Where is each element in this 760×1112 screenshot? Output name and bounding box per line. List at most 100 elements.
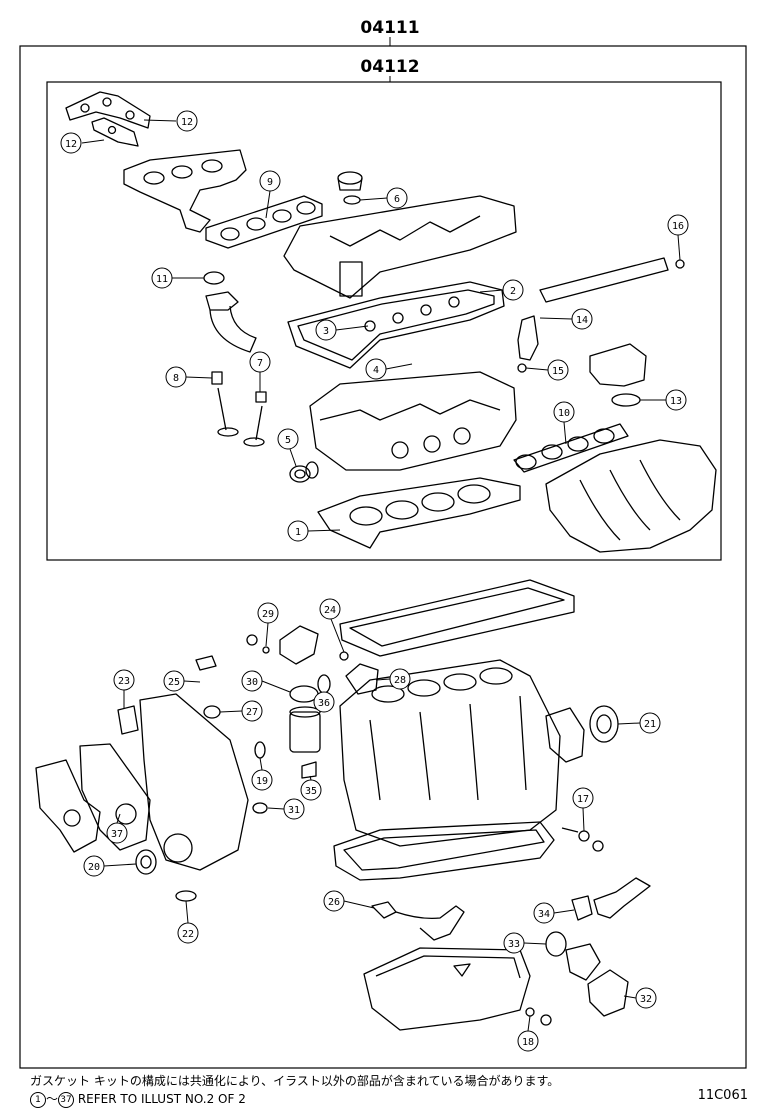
callout-14: 14 xyxy=(571,308,593,330)
callout-11: 11 xyxy=(151,267,173,289)
callout-label: 1 xyxy=(295,527,301,538)
callout-label: 18 xyxy=(522,1037,534,1048)
callout-label: 10 xyxy=(558,408,570,419)
heat-insulator-hole xyxy=(80,103,90,113)
callout-8: 8 xyxy=(165,366,187,388)
oil-filler-cap-body xyxy=(337,177,363,191)
leader xyxy=(335,325,369,331)
oil-filter-top xyxy=(289,706,321,718)
sensor-drawing xyxy=(517,315,539,361)
callout-label: 14 xyxy=(576,315,588,326)
leader xyxy=(185,900,189,924)
callout-33: 33 xyxy=(503,932,525,954)
bolt-shank xyxy=(561,827,579,833)
callout-label: 22 xyxy=(182,929,194,940)
leader xyxy=(623,995,637,999)
oil-strainer-drawing xyxy=(371,901,397,919)
leader xyxy=(289,448,297,467)
leader xyxy=(385,363,413,370)
callout-label: 4 xyxy=(373,365,379,376)
callout-3: 3 xyxy=(315,319,337,341)
small-gasket-drawing xyxy=(262,646,270,654)
intake-gasket-port xyxy=(567,436,589,452)
heat-insulator-hole xyxy=(125,110,135,120)
oil-filler-gasket-drawing xyxy=(343,195,361,205)
head-port xyxy=(391,441,409,459)
water-inlet-drawing xyxy=(279,625,319,665)
callout-1: 1 xyxy=(287,520,309,542)
callout-9: 9 xyxy=(259,170,281,192)
callout-34: 34 xyxy=(533,902,555,924)
oil-pan-gasket-drawing xyxy=(333,821,555,881)
camshaft-seal-drawing xyxy=(203,271,225,285)
drain-plug-gasket xyxy=(592,840,604,852)
heat-insulator-hole xyxy=(107,125,117,135)
oil-filter-drawing xyxy=(289,711,321,753)
callout-18: 18 xyxy=(517,1030,539,1052)
leader xyxy=(582,807,585,832)
leader xyxy=(523,942,547,945)
oil-pan-mark xyxy=(453,963,471,977)
head-cover-drawing xyxy=(283,195,517,299)
callout-label: 29 xyxy=(262,609,274,620)
callout-label: 16 xyxy=(672,221,684,232)
small-gasket-24 xyxy=(339,651,349,661)
callout-label: 30 xyxy=(246,677,258,688)
oil-strainer-tube xyxy=(395,905,465,941)
leader xyxy=(185,376,213,379)
rear-oil-seal-inner xyxy=(596,714,612,734)
callout-22: 22 xyxy=(177,922,199,944)
o-ring-22 xyxy=(175,890,197,902)
intake-valve xyxy=(217,387,227,431)
callout-label: 9 xyxy=(267,177,273,188)
leader xyxy=(307,529,341,532)
water-pump-drawing xyxy=(35,759,101,853)
callout-label: 12 xyxy=(65,139,77,150)
head-port xyxy=(423,435,441,453)
bolt-drawing xyxy=(246,634,258,646)
block-top-gasket-inner xyxy=(349,587,565,647)
intake-gasket-port xyxy=(515,454,537,470)
callout-30: 30 xyxy=(241,670,263,692)
leader xyxy=(267,807,285,810)
gasket-hole xyxy=(115,803,137,825)
leader xyxy=(309,775,312,781)
thermostat-drawing xyxy=(565,943,601,981)
gasket-bore xyxy=(457,484,491,504)
callout-29: 29 xyxy=(257,602,279,624)
leader xyxy=(261,680,291,693)
exhaust-port xyxy=(201,159,223,173)
oil-pan-gasket-inner xyxy=(343,829,545,871)
block-top-gasket-drawing xyxy=(339,579,575,657)
oil-pan-inner xyxy=(375,955,521,979)
head-gasket-drawing xyxy=(317,477,521,549)
drawing-code: 11C061 xyxy=(697,1088,748,1103)
callout-26: 26 xyxy=(323,890,345,912)
callout-label: 6 xyxy=(394,194,400,205)
callout-6: 6 xyxy=(386,187,408,209)
leader xyxy=(219,710,243,713)
drain-bolt-drawing xyxy=(578,830,590,842)
head-port xyxy=(453,427,471,445)
leader xyxy=(375,678,391,681)
leader xyxy=(527,1015,531,1032)
leader xyxy=(330,618,345,653)
exhaust-port xyxy=(171,165,193,179)
cam-plug-drawing xyxy=(305,461,319,479)
outer-kit-code: 04111 xyxy=(360,18,419,38)
intake-manifold-drawing xyxy=(545,439,717,553)
callout-label: 21 xyxy=(644,719,656,730)
exhaust-pipe-gasket-drawing xyxy=(205,291,239,311)
camshaft-oil-seal-inner xyxy=(294,469,306,479)
intake-gasket-port xyxy=(541,444,563,460)
oil-filler-cap-drawing xyxy=(337,171,363,185)
ref-text: REFER TO ILLUST NO.2 OF 2 xyxy=(77,1092,246,1106)
inner-kit-code: 04112 xyxy=(360,57,419,77)
water-inlet-housing-drawing xyxy=(587,969,629,1017)
callout-label: 35 xyxy=(305,786,317,797)
leader xyxy=(359,197,388,201)
callout-label: 11 xyxy=(156,274,168,285)
plug-tube-gasket xyxy=(420,304,432,316)
head-cover-ribs xyxy=(329,215,481,247)
thermostat-gasket-drawing xyxy=(545,931,567,957)
